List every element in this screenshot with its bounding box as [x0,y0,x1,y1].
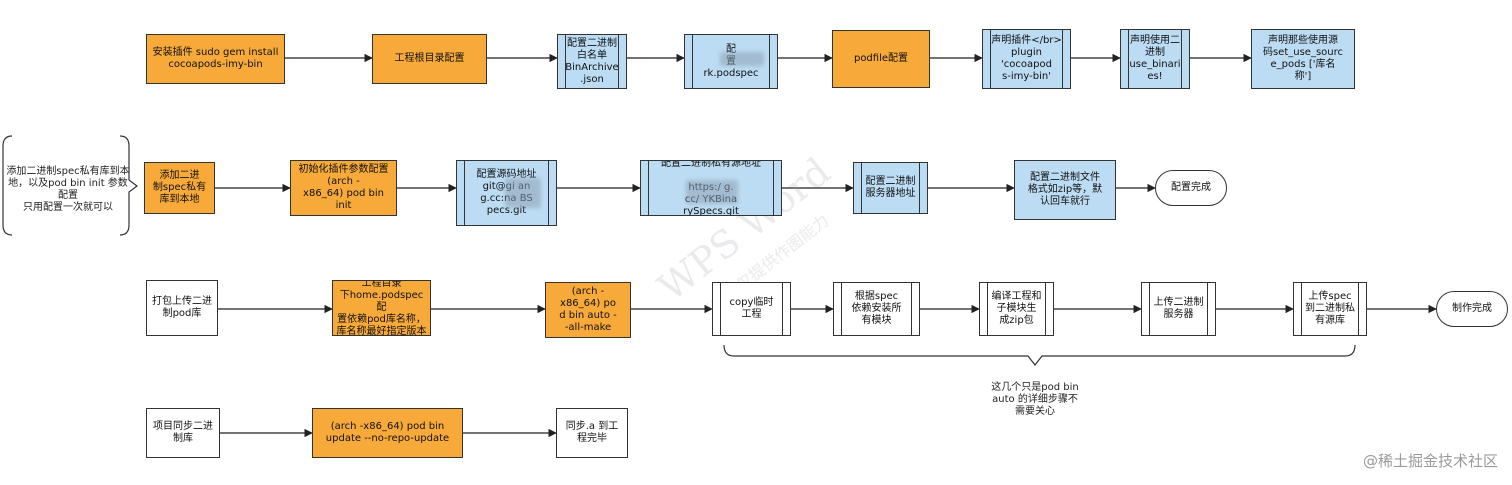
pod-bin-update-node: (arch -x86_64) pod bin update --no-repo-… [312,408,463,458]
binary-file-format-node: 配置二进制文件 格式如zip等，默 认回车就行 [1014,160,1116,220]
redacted-blur [505,178,541,208]
declare-plugin-node: 声明插件</br> plugin 'cocoapod s-imy-bin' [982,29,1071,89]
redacted-blur [720,52,764,66]
binary-server-address-node: 配置二进制 服务器地址 [853,162,928,214]
source-credit: @稀土掘金技术社区 [1362,452,1498,470]
redacted-blur [686,180,738,204]
copy-temp-project-node: copy临时 工程 [712,282,791,336]
auto-steps-note: 这几个只是pod bin auto 的详细步骤不 需要关心 [991,382,1079,417]
pod-bin-auto-node: (arch - x86_64) po d bin auto - -all-mak… [545,282,631,338]
use-source-pods-node: 声明那些使用源 码set_use_sourc e_pods ['库名 称'] [1251,29,1355,89]
install-plugin-node: 安装插件 sudo gem install cocoapods-imy-bin [146,34,285,84]
use-binaries-node: 声明使用二 进制 use_binari es! [1120,29,1190,89]
package-upload-node: 打包上传二进 制pod库 [146,280,218,336]
podspec-dependency-node: 工程目录 下home.podspec配 置依赖pod库名称， 库名称最好指定版本 [332,280,431,336]
binary-whitelist-node: 配置二进制 白名单 BinArchive .json [557,34,627,89]
install-modules-node: 根据spec 依赖安装所 有模块 [833,282,920,336]
project-root-config-node: 工程根目录配置 [372,34,487,84]
upload-binary-server-node: 上传二进制 服务器 [1141,282,1216,336]
note-brace-right [119,135,138,236]
podfile-config-node: podfile配置 [832,30,930,88]
note-brace-bottom [723,344,1356,366]
make-done-terminal: 制作完成 [1436,291,1508,327]
upload-spec-node: 上传spec 到二进制私 有源库 [1293,282,1367,336]
build-zip-node: 编译工程和 子模块生 成zip包 [979,282,1054,336]
add-spec-repo-node: 添加二进 制spec私有 库到本地 [144,162,215,214]
setup-once-note: 添加二进制spec私有库到本 地，以及pod bin init 参数配置 只用配… [6,166,130,213]
init-plugin-params-node: 初始化插件参数配置 (arch - x86_64) pod bin init [290,160,397,216]
project-sync-node: 项目同步二进 制库 [146,408,220,458]
note-brace-left [2,135,13,236]
config-done-terminal: 配置完成 [1155,170,1227,206]
sync-done-node: 同步.a 到工 程完毕 [556,408,628,458]
